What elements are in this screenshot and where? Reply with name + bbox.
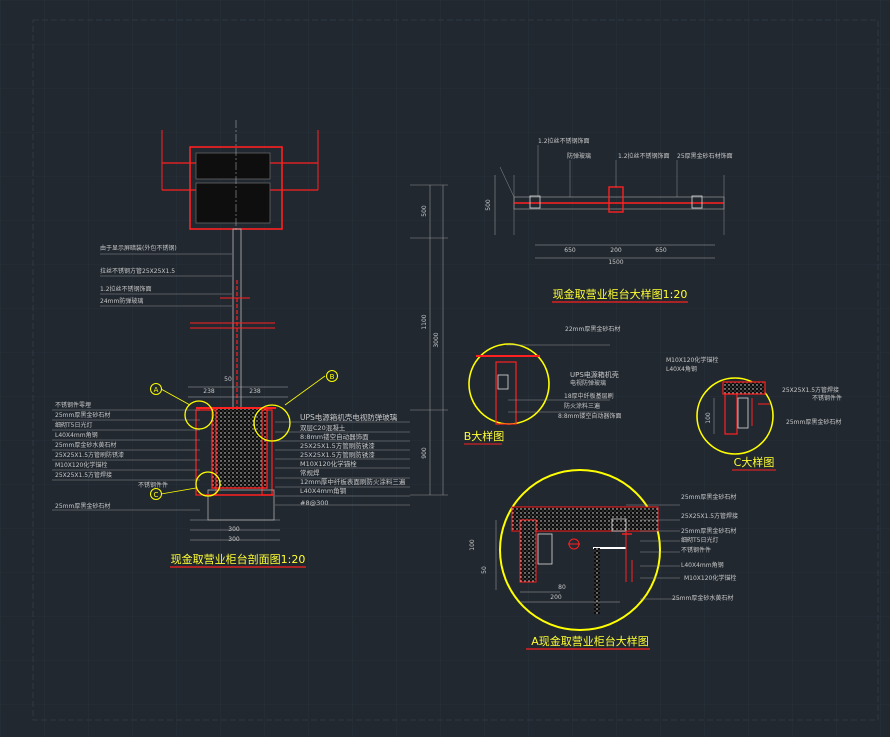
detail-a-label: 25mm厚金砂水黄石材: [672, 594, 733, 602]
detail-a-circle: [499, 469, 661, 631]
plan-label: 25厚黑金砂石材饰面: [677, 152, 733, 160]
marker-b: [326, 370, 338, 382]
detail-b-label: 22mm厚黑金砂石材: [565, 325, 620, 333]
dim-label: 100: [469, 539, 476, 551]
section-label-left: 不锈钢件件: [138, 481, 168, 489]
section-label-right: L40X4mm角钢: [300, 486, 347, 495]
section-label-right: 25X25X1.5方管刷防锈漆: [300, 450, 375, 459]
dim-label: 300: [228, 526, 240, 533]
detail-a-label: 细砌T5日光灯: [681, 536, 718, 544]
detail-c: C大样图: [696, 377, 776, 471]
marker-b-text: B: [330, 373, 335, 381]
detail-c-circle: [696, 377, 774, 455]
section-label-right: #8@300: [300, 499, 329, 507]
detail-a-label: M10X120化学锚栓: [684, 574, 736, 582]
section-label-right: 25X25X1.5方管刷防锈漆: [300, 441, 375, 450]
section-label-right: 常规焊: [300, 468, 320, 477]
dim-label: 650: [655, 247, 667, 254]
section-label-left: 1.2拉丝不锈钢饰面: [100, 285, 152, 293]
detail-c-label: L40X4角钢: [666, 365, 697, 373]
detail-b-label: 18厚中纤板基层刷: [564, 392, 614, 400]
dim-label: 500: [421, 205, 428, 217]
section-label-left: 不锈钢件零埋: [55, 401, 91, 409]
callout-circle-b[interactable]: [253, 404, 291, 442]
section-label-left: 拉丝不锈钢方管25X25X1.5: [100, 267, 175, 275]
dim-label: 100: [705, 412, 712, 424]
detail-a-label: 不锈钢件件: [681, 546, 711, 554]
section-label-left: 由于显示屏暗装(外包不锈钢): [100, 244, 177, 252]
section-label-left: 25mm厚金砂水黄石材: [55, 441, 116, 449]
dim-label: 50: [481, 566, 488, 574]
dim-label: 900: [421, 447, 428, 459]
section-view: A B C 现金取营业柜台剖面图1:20: [52, 120, 448, 568]
plan-view: 现金取营业柜台大样图1:20: [494, 145, 725, 303]
dimension-labels: 500 1100 3000 900 238 238 50 300 300 650 200 650 150…: [203, 199, 712, 601]
dim-label: 200: [610, 247, 622, 254]
detail-c-label: M10X120化学锚栓: [666, 356, 718, 364]
detail-a-label: 25X25X1.5方管焊接: [681, 512, 738, 520]
plan-label: 防弹玻璃: [567, 152, 591, 160]
dim-label: 238: [203, 388, 215, 395]
marker-c: [150, 488, 162, 500]
section-label-left: 25mm厚黑金砂石材: [55, 411, 110, 419]
section-label-left: 24mm防弹玻璃: [100, 297, 143, 305]
detail-c-label: 25mm厚黑金砂石材: [786, 418, 841, 426]
detail-a-label: 25mm厚黑金砂石材: [681, 493, 736, 501]
sheet-border: [32, 19, 879, 721]
detail-b-label: 防火涂料三遍: [564, 402, 600, 410]
dim-label: 80: [558, 584, 566, 591]
section-label-right: 12mm厚中纤板表面刷防火涂料三遍: [300, 477, 406, 486]
plan-label: 1.2拉丝不锈钢饰面: [618, 152, 670, 160]
dim-label: 300: [228, 536, 240, 543]
section-label-right: 双层C20混凝土: [300, 423, 346, 432]
section-label-left: M10X120化学锚栓: [55, 461, 107, 469]
detail-c-label: 不锈钢件件: [812, 394, 842, 402]
marker-c-text: C: [154, 491, 159, 499]
callout-circle-c[interactable]: [195, 471, 221, 497]
counter-core: [211, 407, 268, 489]
section-label-left: L40X4mm角钢: [55, 431, 98, 439]
callout-circle-a[interactable]: [184, 400, 214, 430]
section-label-right: UPS电源箱机壳电视防弹玻璃: [300, 412, 398, 422]
detail-b-label: 8:8mm镂空自动器饰面: [558, 412, 621, 420]
dim-label: 500: [485, 199, 492, 211]
dim-label: 50: [224, 376, 232, 383]
detail-b-label: UPS电源箱机壳: [570, 370, 619, 379]
section-label-right: 8:8mm镂空自动器饰面: [300, 432, 369, 441]
section-title: 现金取营业柜台剖面图1:20: [171, 552, 306, 566]
dim-label: 1100: [421, 314, 428, 329]
section-label-left: 25X25X1.5方管焊接: [55, 471, 112, 479]
detail-a: A现金取营业柜台大样图: [495, 469, 680, 650]
section-label-left: 25mm厚黑金砂石材: [55, 502, 110, 510]
dim-label: 238: [249, 388, 261, 395]
detail-c-label: 25X25X1.5方管焊接: [782, 386, 839, 394]
marker-a: [150, 383, 162, 395]
dim-label: 650: [564, 247, 576, 254]
marker-a-text: A: [154, 386, 159, 394]
section-label-left: 25X25X1.5方管刷防锈漆: [55, 451, 124, 459]
dim-label: 1500: [608, 259, 623, 266]
detail-a-title: A现金取营业柜台大样图: [531, 634, 649, 648]
dim-label: 200: [550, 594, 562, 601]
detail-c-title: C大样图: [734, 455, 775, 469]
detail-a-label: L40X4mm角钢: [681, 561, 724, 569]
section-label-right: M10X120化学锚栓: [300, 459, 357, 468]
dim-label: 3000: [433, 332, 440, 347]
section-labels: 由于显示屏暗装(外包不锈钢) 拉丝不锈钢方管25X25X1.5 1.2拉丝不锈钢饰面…: [55, 244, 406, 510]
detail-b: B大样图: [464, 343, 610, 445]
detail-b-title: B大样图: [464, 429, 505, 443]
detail-b-label: 电视防弹玻璃: [570, 379, 606, 387]
detail-a-label: 25mm厚黑金砂石材: [681, 527, 736, 535]
plan-label: 1.2拉丝不锈钢饰面: [538, 137, 590, 145]
section-label-left: 细砌T5日光灯: [55, 421, 92, 429]
plan-title: 现金取营业柜台大样图1:20: [553, 287, 688, 301]
